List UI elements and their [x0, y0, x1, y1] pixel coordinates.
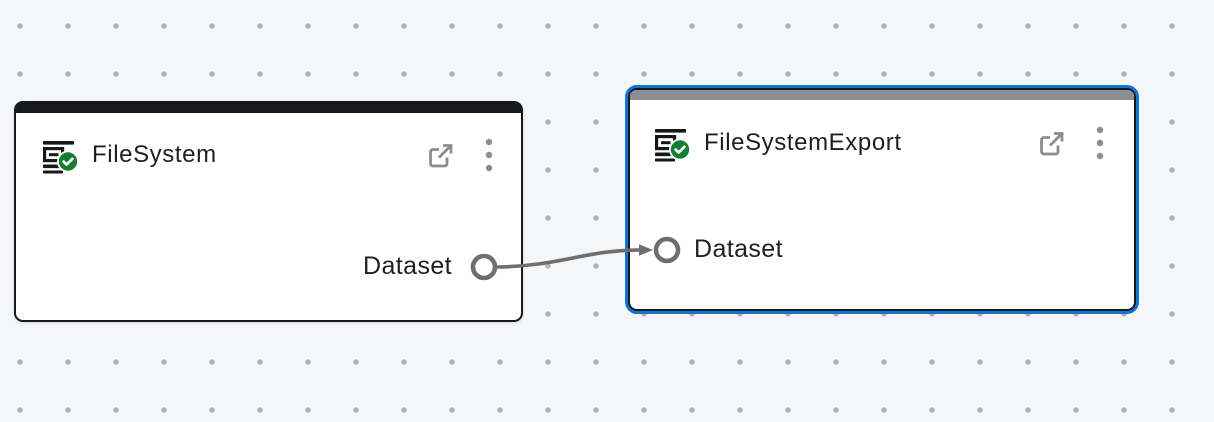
input-port-label: Dataset [694, 235, 783, 263]
node-filesystemexport[interactable]: FileSystemExport [628, 88, 1136, 311]
output-port-row: Dataset [363, 248, 498, 285]
node-header-bar [630, 90, 1134, 100]
node-filesystem[interactable]: FileSystem Dataset [14, 101, 523, 322]
open-in-new-icon [429, 143, 453, 167]
open-in-new-button[interactable] [426, 141, 455, 170]
dataset-source-icon [654, 129, 691, 162]
input-port-row: Dataset [653, 231, 783, 268]
check-circle-icon [669, 138, 691, 161]
node-header-bar [16, 103, 521, 113]
check-circle-icon [57, 150, 79, 173]
kebab-menu-icon [1096, 126, 1104, 160]
kebab-menu-button[interactable] [1096, 126, 1104, 160]
node-title: FileSystemExport [704, 129, 902, 156]
node-title-row: FileSystem [16, 133, 521, 177]
node-title: FileSystem [92, 141, 217, 168]
input-port[interactable] [653, 236, 681, 264]
output-port[interactable] [470, 253, 498, 281]
kebab-menu-icon [485, 138, 493, 172]
open-in-new-icon [1040, 131, 1064, 155]
node-title-row: FileSystemExport [630, 121, 1134, 165]
output-port-label: Dataset [363, 252, 452, 280]
dataset-source-icon [42, 141, 79, 174]
kebab-menu-button[interactable] [485, 138, 493, 172]
open-in-new-button[interactable] [1037, 129, 1066, 158]
